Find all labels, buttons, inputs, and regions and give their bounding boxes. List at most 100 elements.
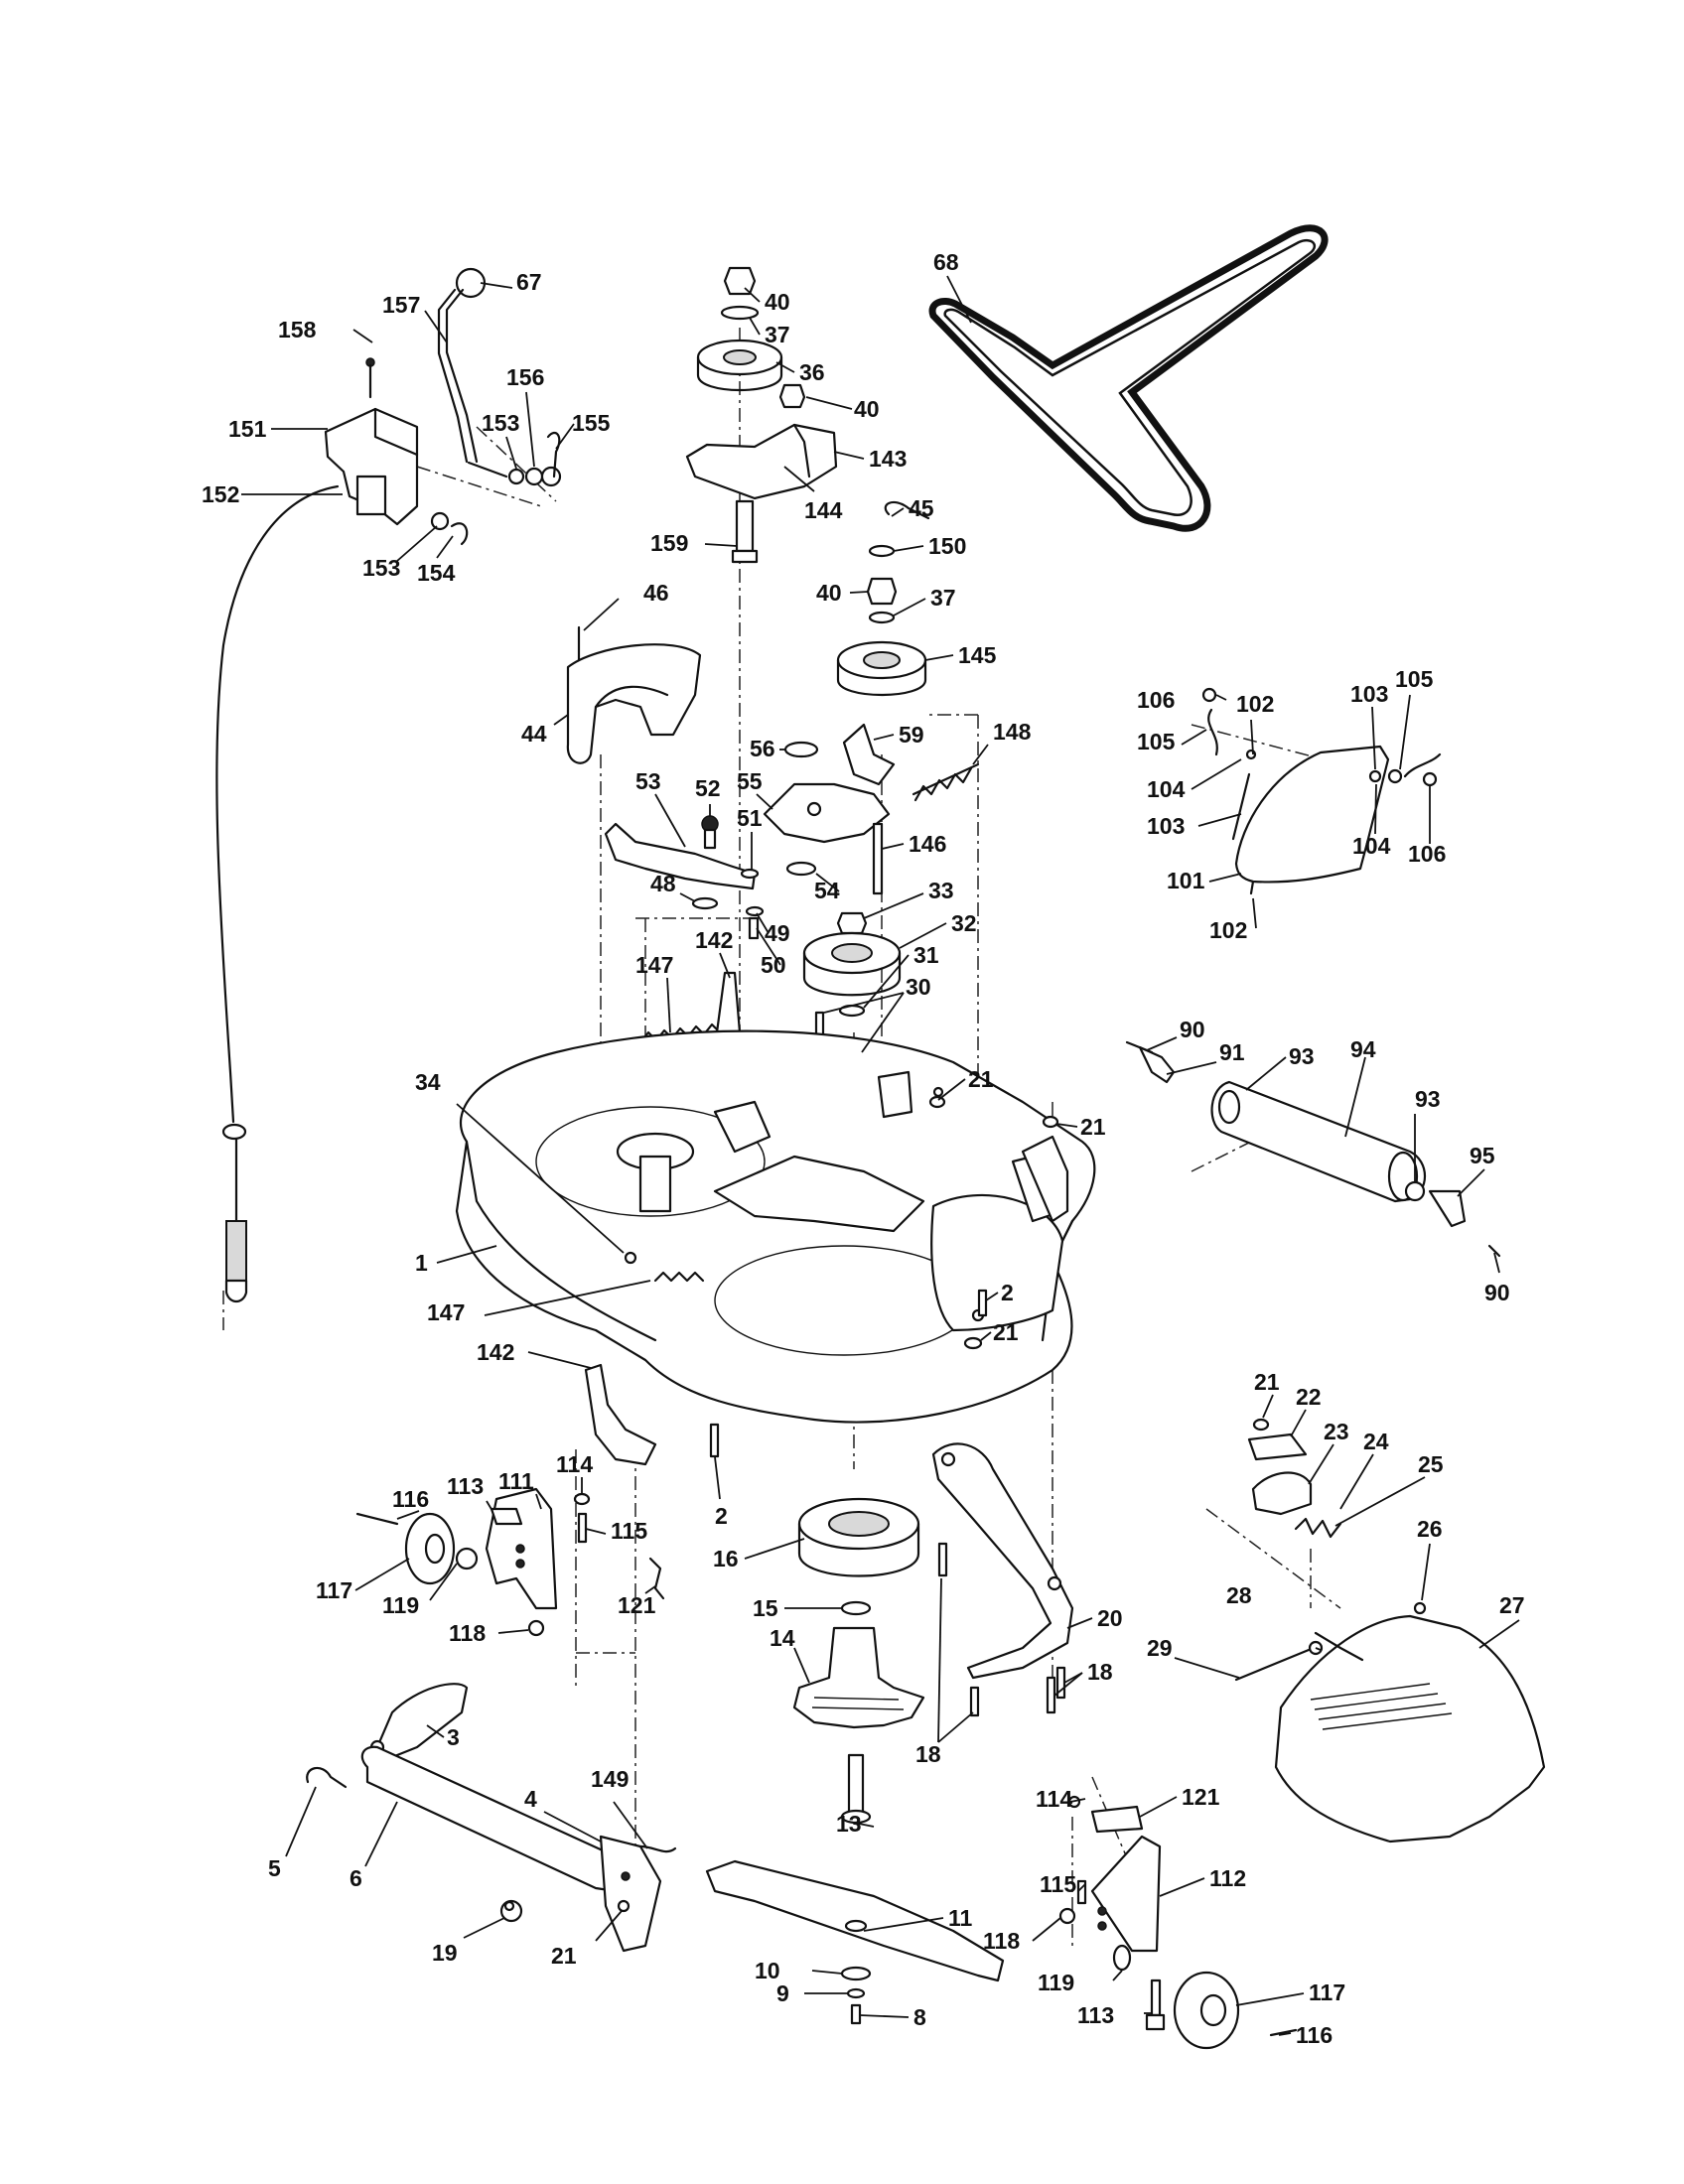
callout-26: 26 [1417, 1516, 1443, 1542]
callout-153: 153 [362, 555, 400, 581]
callout-6: 6 [350, 1865, 362, 1891]
callout-93: 93 [1289, 1043, 1315, 1069]
callout-labels: 67 157 158 151 156 153 155 152 153 154 4… [202, 249, 1525, 2048]
callout-8: 8 [913, 2004, 926, 2030]
callout-51: 51 [737, 805, 763, 831]
callout-103: 103 [1350, 681, 1388, 707]
callout-29: 29 [1147, 1635, 1173, 1661]
callout-157: 157 [382, 292, 420, 318]
callout-156: 156 [506, 364, 544, 390]
callout-54: 54 [814, 878, 840, 903]
callout-112: 112 [1209, 1865, 1246, 1891]
callout-53: 53 [635, 768, 661, 794]
callout-21: 21 [551, 1943, 577, 1969]
callout-114: 114 [1036, 1786, 1072, 1812]
mower-blade [705, 1859, 1005, 2025]
callout-150: 150 [928, 533, 966, 559]
callout-151: 151 [228, 416, 267, 442]
callout-36: 36 [799, 359, 825, 385]
belt-guard [566, 625, 702, 764]
callout-15: 15 [753, 1595, 778, 1621]
callout-113: 113 [447, 1473, 484, 1499]
callout-25: 25 [1418, 1451, 1444, 1477]
callout-23: 23 [1324, 1419, 1349, 1444]
callout-11: 11 [948, 1905, 973, 1931]
callout-68: 68 [933, 249, 959, 275]
callout-121: 121 [1182, 1784, 1220, 1810]
callout-13: 13 [836, 1811, 862, 1837]
callout-19: 19 [432, 1940, 458, 1966]
callout-30: 30 [906, 974, 931, 1000]
callout-116: 116 [392, 1486, 429, 1512]
deck-hardware-lower [584, 1289, 988, 1466]
callout-34: 34 [415, 1069, 441, 1095]
callout-159: 159 [650, 530, 688, 556]
callout-2: 2 [715, 1503, 728, 1529]
callout-49: 49 [765, 920, 790, 946]
callout-154: 154 [417, 560, 456, 586]
callout-59: 59 [899, 722, 924, 748]
drive-belt [928, 224, 1329, 532]
callout-114: 114 [556, 1451, 593, 1477]
deck-front-arm [931, 1442, 1074, 1717]
callout-143: 143 [869, 446, 907, 472]
callout-52: 52 [695, 775, 721, 801]
callout-118: 118 [449, 1620, 486, 1646]
callout-116: 116 [1296, 2022, 1333, 2048]
callout-40: 40 [816, 580, 842, 606]
callout-95: 95 [1470, 1143, 1495, 1168]
callout-113: 113 [1077, 2002, 1114, 2028]
callout-142: 142 [695, 927, 733, 953]
callout-50: 50 [761, 952, 786, 978]
lift-handle-assembly [215, 267, 562, 1303]
callout-14: 14 [770, 1625, 795, 1651]
callout-21: 21 [1254, 1369, 1280, 1395]
discharge-chute [1201, 687, 1442, 895]
callout-149: 149 [591, 1766, 629, 1792]
callout-20: 20 [1097, 1605, 1123, 1631]
idler-pulley-upper [685, 266, 838, 564]
callout-158: 158 [278, 317, 317, 342]
callout-45: 45 [909, 495, 934, 521]
callout-119: 119 [1038, 1970, 1074, 1995]
callout-40: 40 [765, 289, 790, 315]
callout-155: 155 [572, 410, 611, 436]
callout-24: 24 [1363, 1429, 1389, 1454]
deck-bracket-right [928, 1095, 1069, 1223]
callout-105: 105 [1137, 729, 1176, 754]
mower-deck [455, 1029, 1096, 1424]
callout-22: 22 [1296, 1384, 1322, 1410]
callout-40: 40 [854, 396, 880, 422]
callout-146: 146 [909, 831, 946, 857]
front-linkage [306, 1683, 677, 1953]
callout-3: 3 [447, 1724, 460, 1750]
callout-119: 119 [382, 1592, 419, 1618]
callout-148: 148 [993, 719, 1032, 745]
callout-104: 104 [1352, 833, 1391, 859]
callout-147: 147 [427, 1299, 465, 1325]
callout-144: 144 [804, 497, 843, 523]
callout-21: 21 [1080, 1114, 1106, 1140]
callout-106: 106 [1137, 687, 1175, 713]
callout-27: 27 [1499, 1592, 1525, 1618]
callout-10: 10 [755, 1958, 780, 1983]
callout-33: 33 [928, 878, 954, 903]
callout-46: 46 [643, 580, 669, 606]
chute-hinge-spring [1247, 1418, 1427, 1615]
callout-106: 106 [1408, 841, 1446, 867]
callout-153: 153 [482, 410, 519, 436]
gauge-wheel-bracket-right [1058, 1795, 1298, 2050]
callout-145: 145 [958, 642, 997, 668]
callout-93: 93 [1415, 1086, 1441, 1112]
callout-94: 94 [1350, 1036, 1376, 1062]
callout-104: 104 [1147, 776, 1186, 802]
callout-117: 117 [1309, 1979, 1345, 2005]
callout-105: 105 [1395, 666, 1434, 692]
callout-103: 103 [1147, 813, 1185, 839]
callout-101: 101 [1167, 868, 1205, 893]
callout-117: 117 [316, 1577, 352, 1603]
leader-lines [241, 275, 1520, 2036]
callout-115: 115 [611, 1518, 647, 1544]
callout-21: 21 [968, 1066, 994, 1092]
